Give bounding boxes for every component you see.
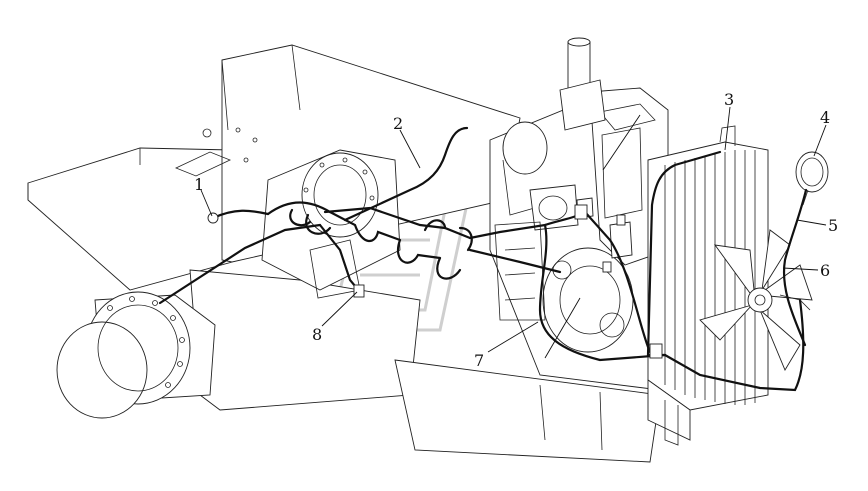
transmission-housing [261,149,401,299]
filler-cap [795,151,829,206]
callout-8: 8 [312,325,322,344]
hose-routing [158,126,811,392]
cooling-fan [699,229,813,371]
hose-line-3 [646,150,722,357]
radiator [647,125,769,446]
hose-line-5 [782,188,808,347]
hose-line-2 [343,126,469,222]
callout-3: 3 [724,90,734,109]
leader-lines [200,106,827,359]
callout-5: 5 [828,216,838,235]
callout-labels: 1 2 3 4 5 6 7 8 [194,90,838,370]
callout-2: 2 [393,114,403,133]
hose-line-7 [468,223,667,362]
hose-line-1 [158,223,322,305]
callout-4: 4 [820,108,830,127]
chassis-frame [27,44,661,463]
callout-6: 6 [820,261,830,280]
callout-1: 1 [194,175,204,194]
callout-7: 7 [474,351,484,370]
hose-fittings [207,204,626,298]
axle-hub [56,291,216,419]
